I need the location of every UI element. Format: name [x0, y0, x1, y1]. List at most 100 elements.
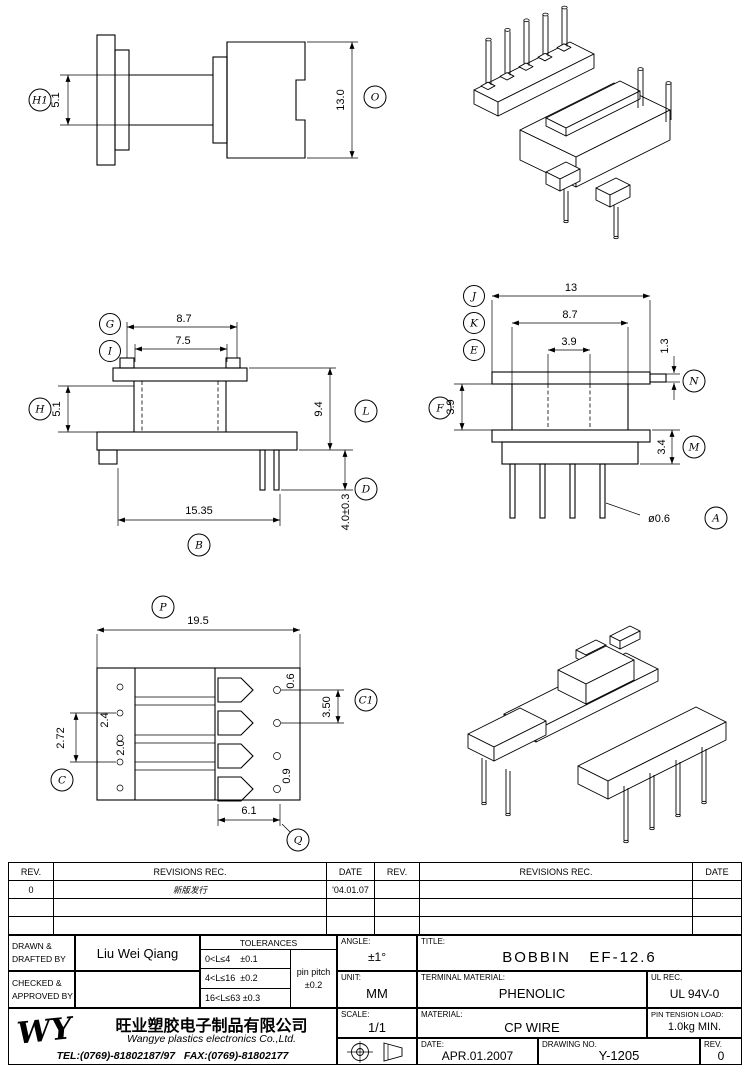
angle-cell: ANGLE: ±1° — [337, 935, 417, 971]
balloon-o: O — [363, 85, 387, 109]
balloon-q: Q — [286, 828, 310, 852]
title-block: DRAWN & DRAFTED BY Liu Wei Qiang CHECKED… — [8, 935, 742, 1065]
dim-1-3: 1.3 — [659, 338, 671, 353]
dim-2-72: 2.72 — [55, 727, 67, 748]
rev-cell-empty — [375, 917, 420, 934]
terminal-material-value: PHENOLIC — [498, 986, 566, 1001]
rev-cell-empty — [693, 917, 741, 934]
balloon-h1-label: H1 — [31, 95, 48, 107]
rev-cell-empty — [327, 917, 375, 934]
scale-value: 1/1 — [367, 1019, 387, 1035]
company-cell: WY 旺业塑胶电子制品有限公司 Wangye plastics electron… — [8, 1008, 337, 1065]
tolerances-rows: 0<L≤4 ±0.1 4<L≤16 ±0.2 16<L≤63 ±0.3 — [201, 950, 291, 1007]
checked-label-line1: CHECKED & — [12, 977, 62, 988]
drawn-by-value-cell: Liu Wei Qiang — [75, 935, 200, 971]
rev-cell-empty — [693, 899, 741, 917]
unit-label: UNIT: — [341, 973, 361, 982]
drawn-by-label-cell: DRAWN & DRAFTED BY — [8, 935, 75, 971]
balloon-k-label: K — [469, 318, 479, 330]
balloon-j: J — [463, 285, 485, 307]
dim-3-9-left: 3.9 — [445, 399, 457, 414]
projection-symbol — [347, 1041, 403, 1063]
balloon-e: E — [463, 339, 485, 361]
view-3d-bottom-right — [467, 625, 727, 844]
unit-value: MM — [366, 986, 388, 1001]
ul-rec-label: UL REC. — [651, 973, 683, 982]
dim-2-0: 2.0 — [115, 740, 127, 755]
drawing-no-cell: DRAWING NO. Y-1205 — [538, 1038, 700, 1065]
balloon-i: I — [99, 340, 121, 362]
balloon-c-label: C — [58, 775, 66, 787]
dim-13: 13 — [565, 282, 577, 294]
dim-5-1-front: 5.1 — [51, 401, 63, 416]
view-top: P 19.5 C1 3.50 0.6 — [50, 595, 378, 852]
balloon-g: G — [99, 313, 121, 335]
balloon-j-label: J — [470, 291, 477, 303]
balloon-l: L — [354, 399, 378, 423]
company-logo: WY — [15, 1011, 74, 1052]
balloon-m: M — [682, 435, 706, 459]
rev-cell-empty — [327, 899, 375, 917]
view-3d-top-right — [473, 5, 672, 240]
drawing-title: BOBBIN EF-12.6 — [502, 948, 657, 966]
tolerance-row: 4<L≤16 ±0.2 — [201, 969, 290, 989]
drawing-no-value: Y-1205 — [598, 1048, 640, 1063]
projection-symbol-cell — [337, 1038, 417, 1065]
revision-table: REV. REVISIONS REC. DATE REV. REVISIONS … — [8, 862, 742, 935]
view-side: J K E 13 8.7 3.9 1.3 N — [428, 282, 728, 530]
pin-pitch-tolerance: pin pitch ±0.2 — [291, 950, 336, 1007]
dim-8-7: 8.7 — [176, 313, 191, 325]
dim-3-4: 3.4 — [656, 439, 668, 454]
title-label: TITLE: — [421, 937, 446, 946]
rev-cell-empty — [375, 899, 420, 917]
drawing-no-label: DRAWING NO. — [542, 1040, 597, 1049]
view-section-left: H1 5.1 13.0 O — [28, 34, 387, 166]
rev-no-cell: REV. 0 — [700, 1038, 742, 1065]
checked-by-name — [76, 972, 199, 1007]
rev-cell-empty — [9, 899, 54, 917]
dim-19-5: 19.5 — [187, 615, 208, 627]
tolerances-title: TOLERANCES — [201, 936, 336, 950]
tolerances-cell: TOLERANCES 0<L≤4 ±0.1 4<L≤16 ±0.2 16<L≤6… — [200, 935, 337, 1008]
dim-0-6: 0.6 — [285, 673, 297, 688]
balloon-g-label: G — [106, 319, 114, 331]
terminal-material-cell: TERMINAL MATERIAL: PHENOLIC — [417, 971, 647, 1008]
balloon-a: A — [704, 506, 728, 530]
dim-dia-0-6: ø0.6 — [648, 513, 670, 525]
rev-header-revisions: REVISIONS REC. — [54, 863, 327, 881]
rev-cell-empty — [420, 881, 693, 899]
balloon-l-label: L — [362, 406, 370, 418]
drawing-area: H1 5.1 13.0 O — [28, 5, 728, 852]
angle-value: ±1° — [367, 950, 387, 964]
rev-header-date-2: DATE — [693, 863, 741, 881]
rev-row-date: '04.01.07 — [327, 881, 375, 899]
unit-cell: UNIT: MM — [337, 971, 417, 1008]
balloon-e-label: E — [469, 345, 478, 357]
balloon-h: H — [28, 397, 52, 421]
date-value: APR.01.2007 — [441, 1048, 514, 1063]
dim-8-7-side: 8.7 — [562, 309, 577, 321]
pin-tension-label: PIN TENSION LOAD: — [651, 1010, 724, 1019]
dim-2-4: 2.4 — [99, 712, 111, 727]
balloon-b-label: B — [194, 540, 203, 552]
scale-cell: SCALE: 1/1 — [337, 1008, 417, 1038]
rev-row-rev: 0 — [9, 881, 54, 899]
checked-label-line2: APPROVED BY — [12, 990, 73, 1001]
dim-7-5: 7.5 — [175, 335, 190, 347]
rev-cell-empty — [54, 917, 327, 934]
balloon-q-label: Q — [294, 835, 303, 847]
balloon-h-label: H — [34, 404, 45, 416]
title-cell: TITLE: BOBBIN EF-12.6 — [417, 935, 742, 971]
view-front: G I 8.7 7.5 H 5.1 — [28, 313, 378, 557]
ul-rec-value: UL 94V-0 — [669, 986, 720, 1001]
balloon-c1: C1 — [354, 688, 378, 712]
rev-cell-empty — [693, 881, 741, 899]
balloon-f: F — [428, 396, 452, 420]
pin-pitch-label: pin pitch — [296, 967, 331, 977]
pin-pitch-value: ±0.2 — [304, 980, 323, 990]
drawn-label-line2: DRAFTED BY — [12, 954, 66, 964]
dim-3-50: 3.50 — [321, 696, 333, 717]
terminal-material-label: TERMINAL MATERIAL: — [421, 973, 506, 982]
date-cell: DATE: APR.01.2007 — [417, 1038, 538, 1065]
